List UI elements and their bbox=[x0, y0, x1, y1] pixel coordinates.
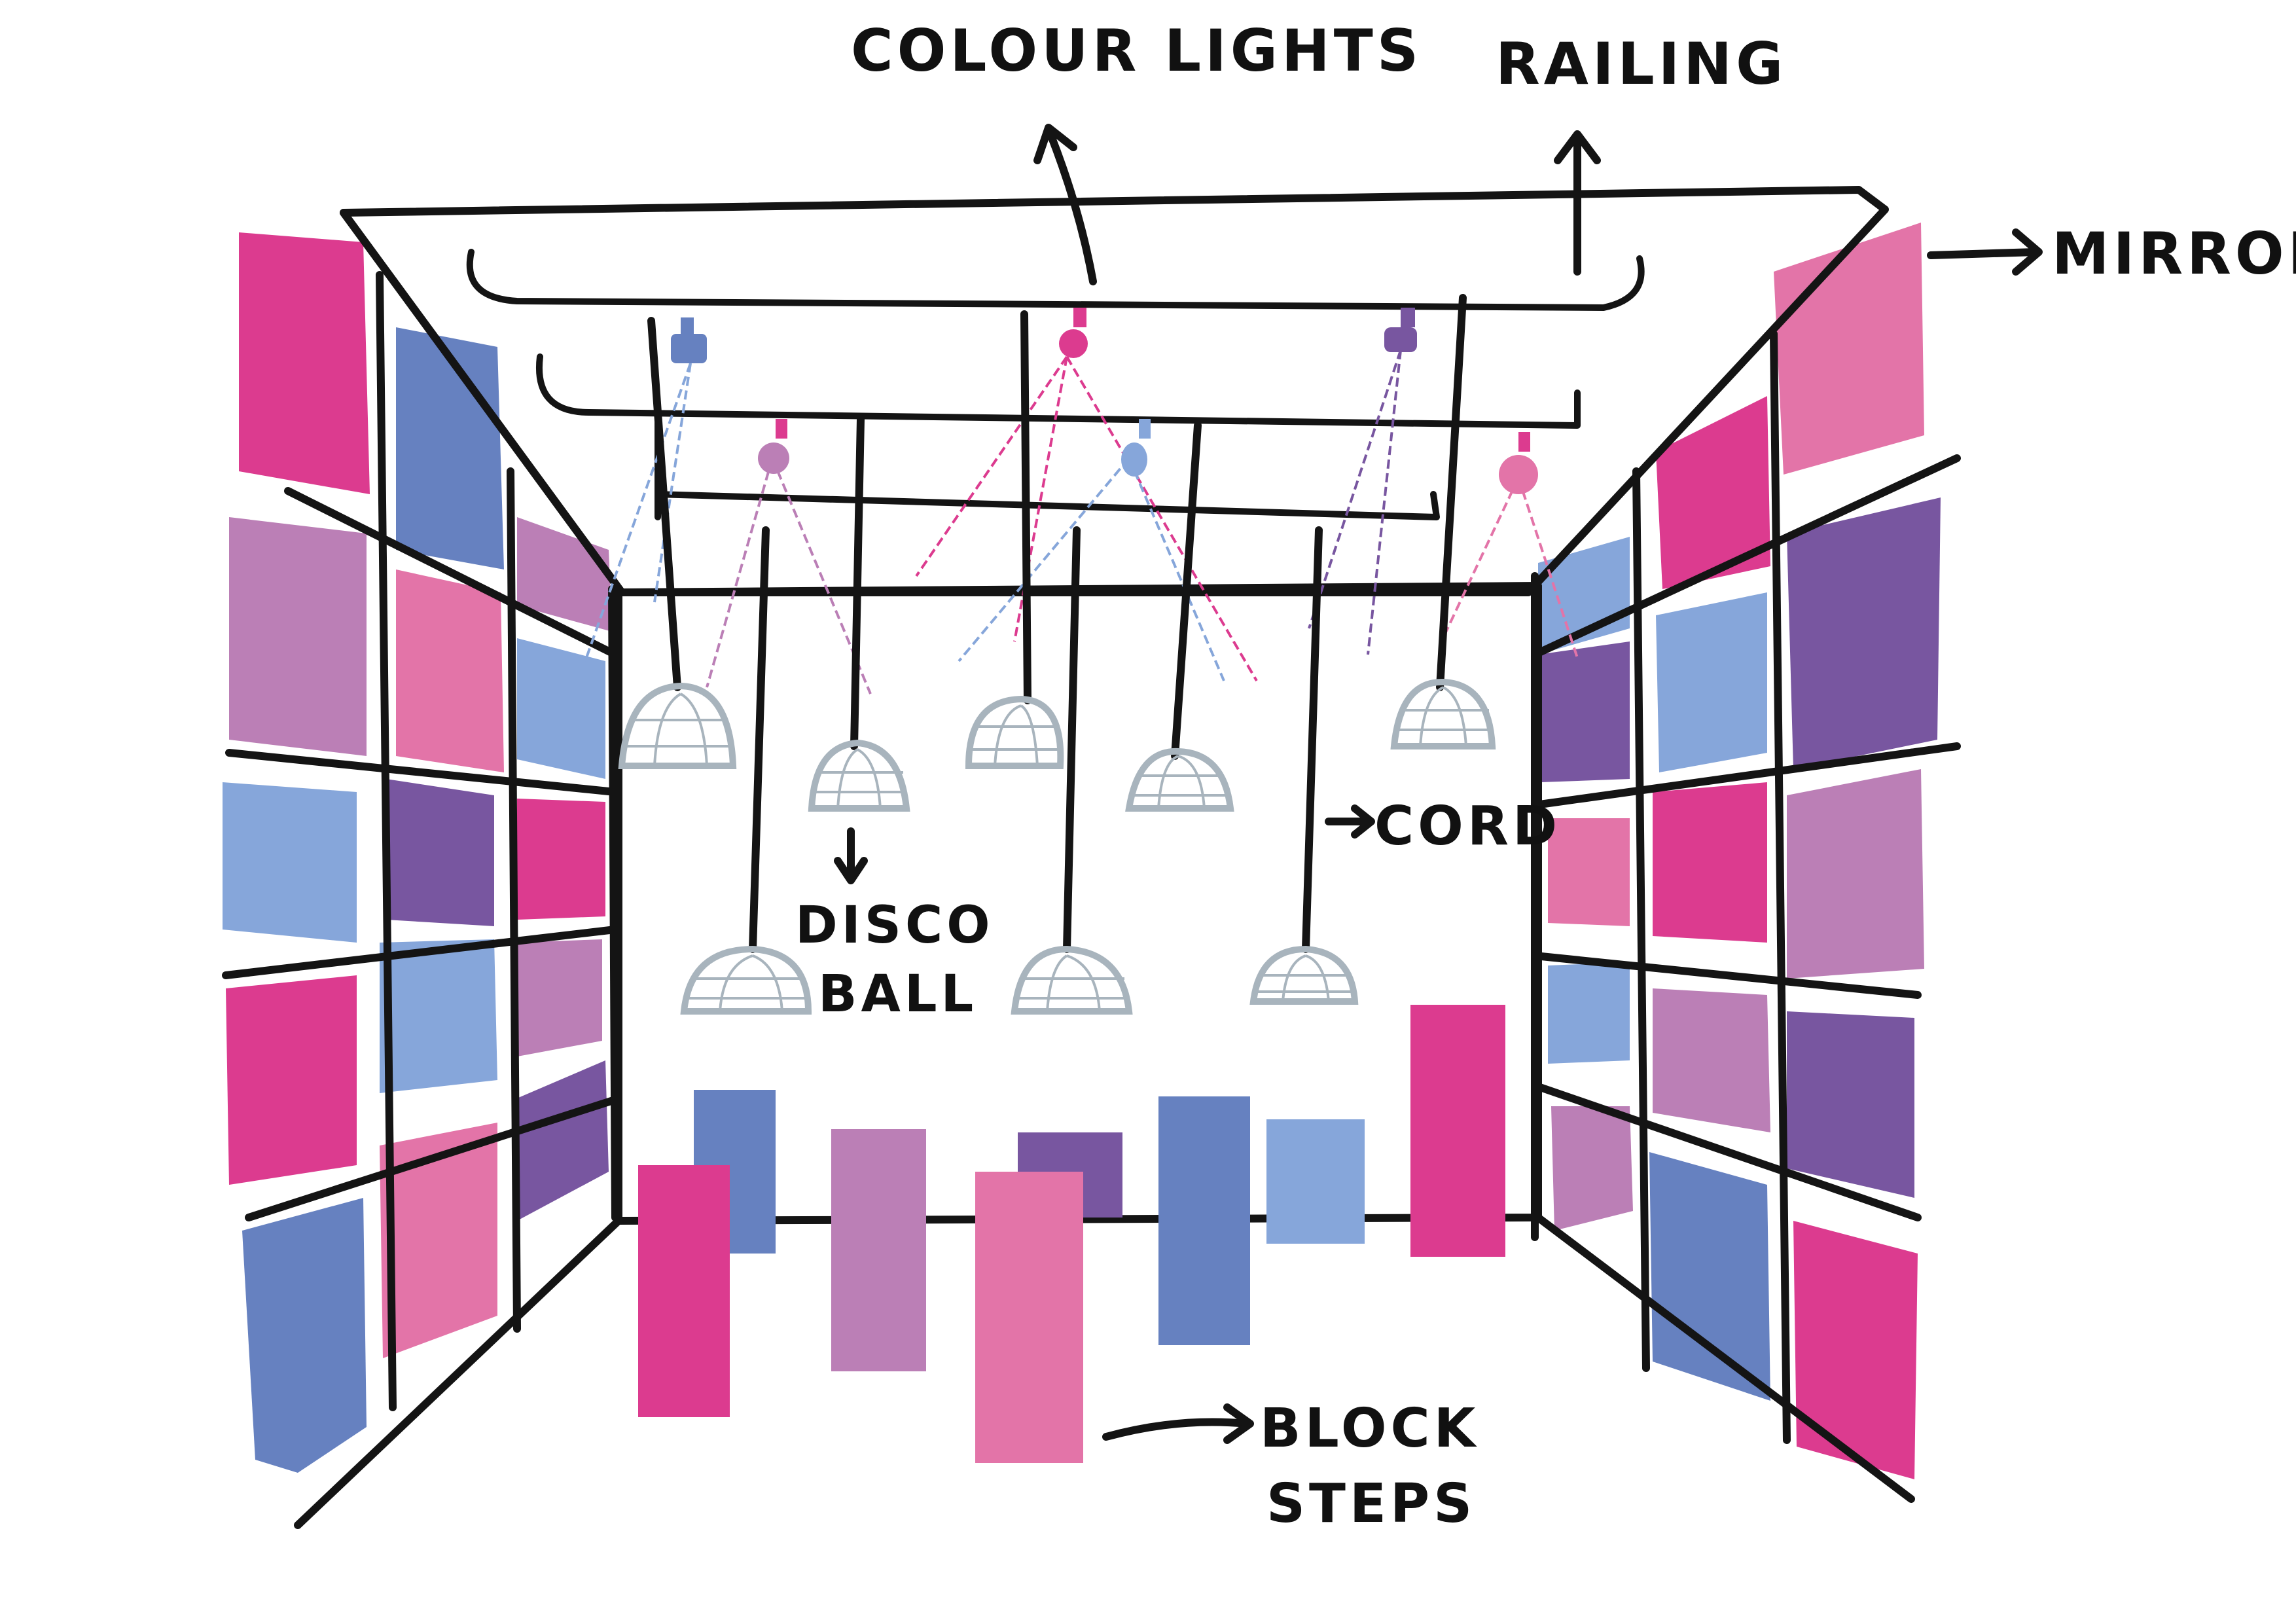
mirror-panel bbox=[1538, 537, 1630, 655]
block-step bbox=[831, 1129, 926, 1371]
block-step bbox=[1266, 1119, 1365, 1244]
mirror-panel bbox=[226, 975, 357, 1185]
colour-light bbox=[671, 317, 707, 363]
block-step bbox=[1410, 1005, 1505, 1257]
mirror-panel bbox=[1793, 1221, 1918, 1479]
cord bbox=[1063, 526, 1081, 953]
mirror-panel bbox=[380, 939, 497, 1093]
mirror-panel bbox=[386, 779, 494, 926]
disco-ball bbox=[965, 695, 1064, 769]
mirror-panel bbox=[517, 638, 605, 779]
block-step bbox=[1158, 1096, 1250, 1345]
colour-light bbox=[758, 419, 789, 474]
block-steps-arrow bbox=[1102, 1403, 1254, 1444]
disco-ball bbox=[1011, 945, 1133, 1015]
labels: COLOUR LIGHTS RAILING MIRROR CORD DISCO … bbox=[795, 17, 2296, 1535]
cord-arrow bbox=[1325, 804, 1375, 839]
mirror-panel bbox=[1774, 223, 1924, 475]
cord bbox=[647, 317, 681, 691]
block-step bbox=[975, 1172, 1083, 1463]
mirror-panel bbox=[239, 232, 370, 494]
room-frame bbox=[294, 186, 1915, 1529]
mirror-panel bbox=[396, 569, 504, 772]
railing-arrow bbox=[1554, 130, 1601, 276]
mirror-panel bbox=[1653, 988, 1770, 1132]
disco-ball bbox=[680, 945, 812, 1015]
cord bbox=[1171, 422, 1202, 760]
railing bbox=[466, 249, 1645, 520]
mirror-panel bbox=[1538, 641, 1630, 782]
block-step bbox=[638, 1165, 730, 1417]
mirror-panel bbox=[514, 1060, 609, 1221]
block-steps-label: STEPS bbox=[1266, 1473, 1476, 1535]
mirror-label: MIRROR bbox=[2052, 220, 2296, 287]
mirror-panel bbox=[1656, 396, 1770, 589]
colour-light bbox=[1499, 432, 1538, 494]
cords bbox=[647, 294, 1467, 953]
cord bbox=[1302, 526, 1323, 953]
mirror-panel bbox=[1649, 1152, 1770, 1401]
block-steps bbox=[638, 1005, 1505, 1463]
colour-light bbox=[1384, 308, 1417, 352]
colour-lights-label: COLOUR LIGHTS bbox=[851, 17, 1422, 84]
disco-ball bbox=[1125, 748, 1234, 812]
disco-ball bbox=[808, 739, 910, 812]
disco-ball-label: BALL bbox=[818, 965, 977, 1024]
mirror-panel bbox=[1787, 769, 1924, 979]
disco-ball-arrow bbox=[834, 827, 868, 884]
block-steps-label: BLOCK bbox=[1260, 1398, 1479, 1460]
mirror-panel bbox=[1787, 1011, 1914, 1198]
colour-light bbox=[1059, 308, 1088, 358]
disco-ball-label: DISCO bbox=[795, 896, 994, 955]
cord bbox=[1436, 294, 1467, 691]
mirror-panel bbox=[514, 939, 602, 1057]
cord bbox=[1020, 310, 1031, 704]
light-beams bbox=[575, 350, 1579, 695]
cord bbox=[850, 415, 865, 750]
mirror-panel bbox=[517, 799, 605, 920]
mirror-panel bbox=[229, 517, 367, 756]
cord-label: CORD bbox=[1374, 795, 1561, 857]
annotation-arrows bbox=[834, 124, 2043, 1444]
mirror-panel bbox=[396, 327, 504, 569]
colour-lights-arrow bbox=[1033, 124, 1097, 285]
right-wall-mirror-panels bbox=[1538, 223, 1941, 1479]
colour-lights bbox=[671, 308, 1538, 494]
mirror-panel bbox=[1787, 497, 1941, 769]
disco-ball bbox=[1390, 678, 1496, 749]
mirror-panel bbox=[1653, 782, 1767, 943]
railing-label: RAILING bbox=[1496, 30, 1787, 98]
disco-balls bbox=[618, 678, 1496, 1015]
disco-ball bbox=[1249, 945, 1359, 1005]
mirror-panel bbox=[223, 782, 357, 943]
mirror-panel bbox=[242, 1198, 367, 1473]
colour-light bbox=[1121, 419, 1151, 477]
mirror-panel bbox=[1548, 962, 1630, 1064]
mirror-panel bbox=[1551, 1106, 1633, 1231]
disco-ball bbox=[618, 682, 737, 769]
mirror-panel bbox=[1656, 592, 1767, 772]
mirror-arrow bbox=[1927, 228, 2043, 276]
mirror-panel bbox=[1548, 818, 1630, 926]
mirror-panel bbox=[380, 1123, 497, 1358]
cord bbox=[749, 526, 770, 953]
